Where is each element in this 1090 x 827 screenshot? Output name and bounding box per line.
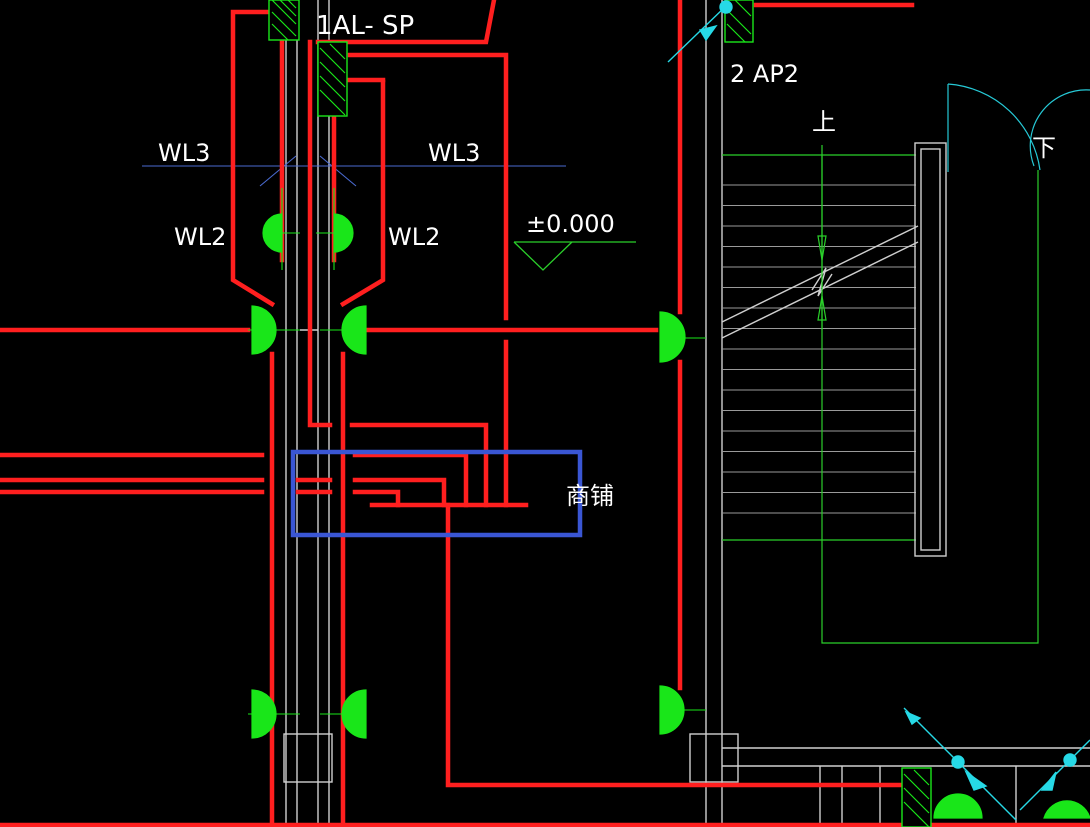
sensor-icon[interactable] xyxy=(903,707,1017,821)
door-arcs xyxy=(947,83,1090,172)
circuit-label-wl2-right: WL2 xyxy=(388,223,440,251)
distribution-panel-icon[interactable] xyxy=(901,767,932,827)
wall-lines xyxy=(285,0,1090,827)
circuit-label-wl3-right: WL3 xyxy=(428,139,480,167)
circuit-label-wl2-left: WL2 xyxy=(174,223,226,251)
panel-label-1al-sp: 1AL- SP xyxy=(316,11,414,41)
stair-arrow xyxy=(817,145,827,330)
lamp-group xyxy=(251,213,1090,819)
half-circle-lamp-icon[interactable] xyxy=(1043,800,1090,819)
stair-outline xyxy=(722,154,1039,644)
half-circle-lamp-icon[interactable] xyxy=(933,793,983,819)
sensor-icon[interactable] xyxy=(1019,739,1090,811)
half-circle-lamp-icon[interactable] xyxy=(659,311,686,363)
annotation-lines xyxy=(142,155,566,187)
elevation-triangle-icon xyxy=(513,241,636,271)
distribution-panel-icon[interactable] xyxy=(317,41,348,117)
panel-label-2ap2: 2 AP2 xyxy=(730,60,799,88)
stair-up-label: 上 xyxy=(812,108,836,136)
room-label-shop: 商铺 xyxy=(566,482,614,510)
circuit-label-wl3-left: WL3 xyxy=(158,139,210,167)
selection-highlight-box[interactable] xyxy=(290,449,583,538)
lamp-stems xyxy=(248,188,706,715)
column-box-left xyxy=(283,733,333,783)
distribution-panel-icon[interactable] xyxy=(268,0,300,41)
stair-treads xyxy=(722,184,916,514)
sensor-icon[interactable] xyxy=(667,0,733,63)
column-box-right xyxy=(689,733,739,783)
stair-handrail xyxy=(721,142,947,557)
stair-down-label: 下 xyxy=(1032,134,1056,162)
elevation-label: ±0.000 xyxy=(526,210,615,238)
